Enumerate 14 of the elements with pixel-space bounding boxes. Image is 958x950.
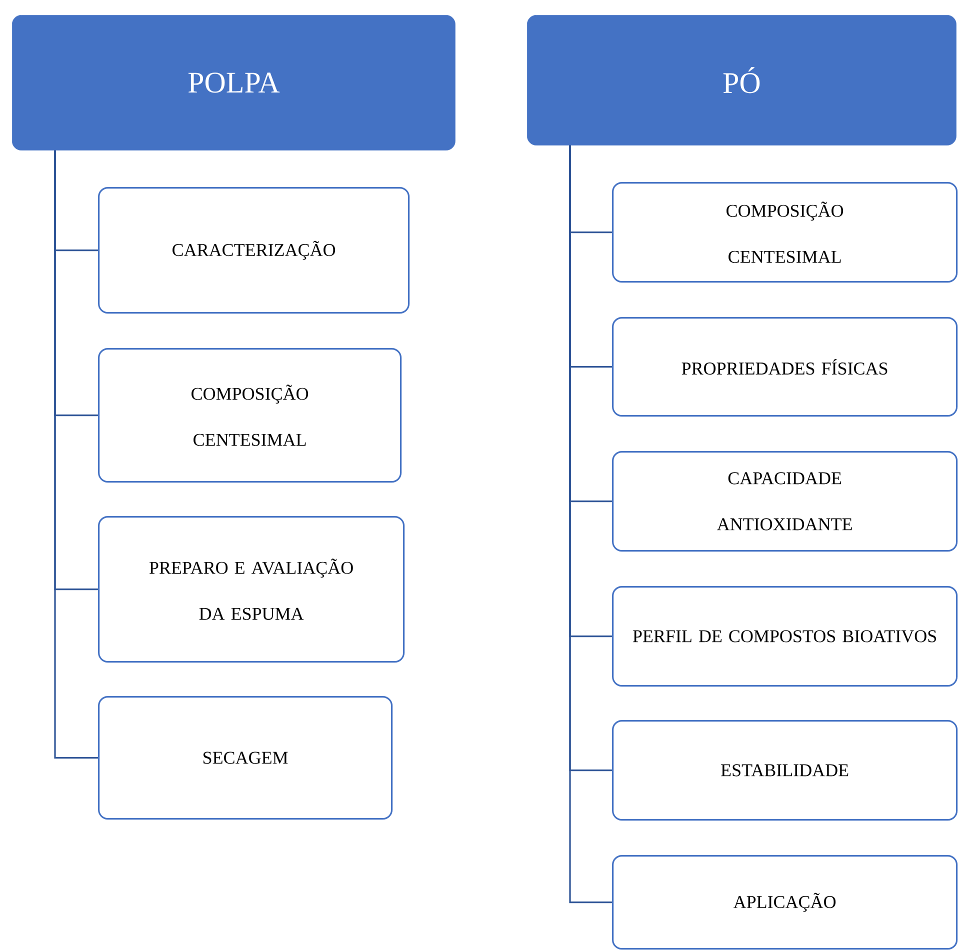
topic-box: APLICAÇÃO: [612, 855, 958, 950]
header-box: POLPA: [12, 15, 456, 150]
topic-box: CARACTERIZAÇÃO: [98, 187, 410, 314]
header-box: PÓ: [527, 15, 956, 146]
topic-box: PROPRIEDADES FÍSICAS: [612, 317, 958, 417]
topic-box: PREPARO E AVALIAÇÃO DA ESPUMA: [98, 516, 405, 663]
topic-box: COMPOSIÇÃO CENTESIMAL: [612, 182, 958, 283]
connector-line: [54, 150, 98, 759]
connector-line: [569, 145, 612, 904]
topic-box: COMPOSIÇÃO CENTESIMAL: [98, 348, 402, 483]
topic-box: ESTABILIDADE: [612, 720, 958, 821]
topic-box: CAPACIDADE ANTIOXIDANTE: [612, 451, 958, 552]
topic-box: PERFIL DE COMPOSTOS BIOATIVOS: [612, 586, 958, 687]
topic-box: SECAGEM: [98, 696, 393, 820]
